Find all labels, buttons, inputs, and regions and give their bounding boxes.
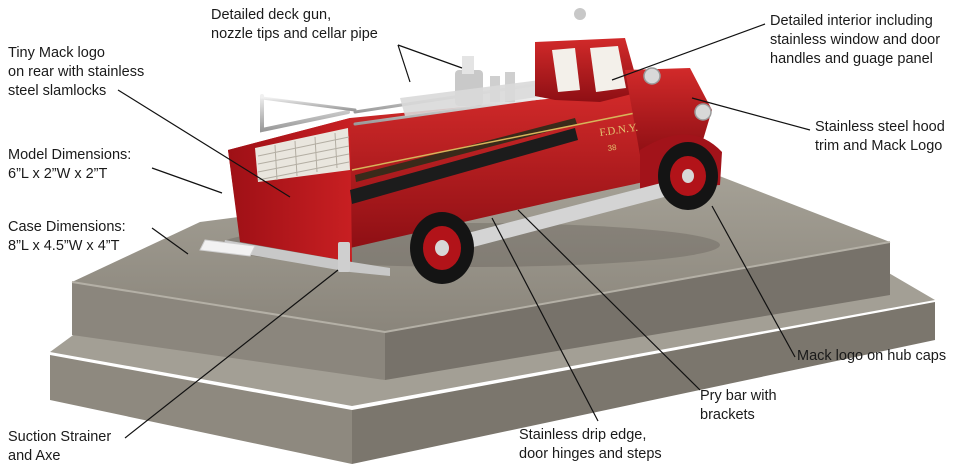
running-board — [460, 182, 668, 250]
callout-pry-bar: Pry bar with brackets — [700, 387, 777, 425]
callout-drip-edge: Stainless drip edge, door hinges and ste… — [519, 426, 662, 464]
callout-line: Stainless drip edge, — [519, 427, 647, 443]
callout-line: Tiny Mack logo — [8, 45, 105, 61]
side-lettering: F.D.N.Y. — [599, 122, 639, 139]
callout-interior: Detailed interior including stainless wi… — [770, 12, 940, 69]
callout-model-dimensions: Model Dimensions: 6”L x 2”W x 2”T — [8, 146, 131, 184]
callout-line: steel slamlocks — [8, 83, 107, 99]
callout-line: brackets — [700, 407, 755, 423]
callout-line: on rear with stainless — [8, 64, 145, 80]
unit-number: 38 — [607, 143, 618, 153]
callout-case-dimensions: Case Dimensions: 8”L x 4.5”W x 4”T — [8, 218, 126, 256]
callout-line: Detailed deck gun, — [211, 7, 332, 23]
deck-gun — [400, 56, 545, 116]
hose-bed — [255, 128, 350, 182]
callout-line: trim and Mack Logo — [815, 138, 943, 154]
callout-line: Case Dimensions: — [8, 219, 126, 235]
rear-wheel — [410, 212, 474, 284]
pinstripe — [351, 111, 641, 171]
callout-line: Detailed interior including — [770, 13, 933, 29]
suction-strainer — [338, 242, 350, 272]
callout-line: handles and guage panel — [770, 51, 933, 67]
callout-line: and Axe — [8, 448, 61, 464]
callout-line: nozzle tips and cellar pipe — [211, 26, 378, 42]
callout-line: 8”L x 4.5”W x 4”T — [8, 238, 120, 254]
front-wheel — [658, 142, 718, 210]
callout-line: Pry bar with — [700, 388, 777, 404]
callout-line: door hinges and steps — [519, 446, 662, 462]
pike-pole — [355, 118, 577, 182]
callout-line: 6”L x 2”W x 2”T — [8, 166, 108, 182]
callout-line: Stainless steel hood — [815, 119, 945, 135]
leader-lines — [117, 23, 811, 439]
callout-line: Suction Strainer — [8, 429, 112, 445]
cab — [535, 8, 640, 102]
callout-suction-strainer: Suction Strainer and Axe — [8, 428, 111, 466]
callout-hood-trim: Stainless steel hood trim and Mack Logo — [815, 118, 945, 156]
callout-mack-logo-rear: Tiny Mack logo on rear with stainless st… — [8, 44, 144, 101]
certificate-card — [199, 239, 256, 257]
side-ladder — [350, 128, 578, 204]
callout-line: stainless window and door — [770, 32, 941, 48]
fire-engine-model: F.D.N.Y. 38 — [199, 8, 722, 284]
callout-deck-gun: Detailed deck gun, nozzle tips and cella… — [211, 6, 378, 44]
callout-line: Model Dimensions: — [8, 147, 132, 163]
callout-hub-caps: Mack logo on hub caps — [797, 347, 946, 366]
callout-line: Mack logo on hub caps — [797, 348, 947, 364]
